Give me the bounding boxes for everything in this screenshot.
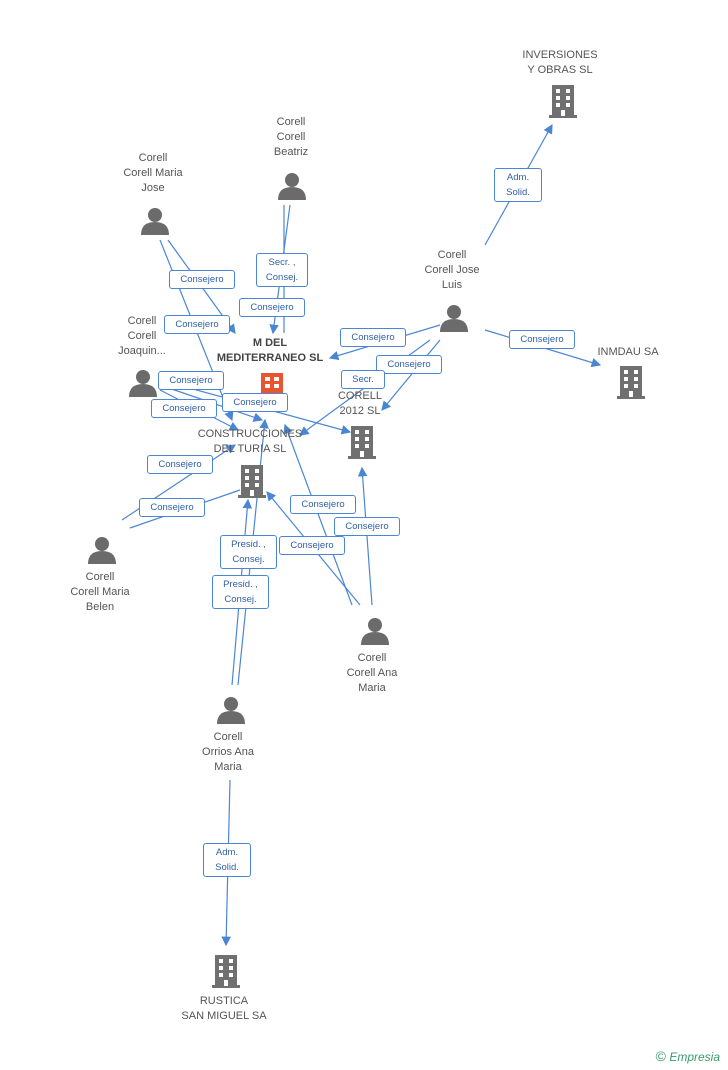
brand-logo: © Empresia [656,1048,720,1064]
role-presid[interactable]: Presid. , Consej. [212,575,269,609]
node-maria-jose[interactable]: Corell Corell Maria Jose [123,152,183,194]
node-joaquin[interactable]: Corell Corell Joaquin... [118,315,166,357]
role-secr-beatriz[interactable]: Secr. , Consej. [256,253,308,287]
role-presid[interactable]: Presid. , Consej. [220,535,277,569]
role-adm-bottom[interactable]: Adm. Solid. [203,843,251,877]
person-icon [361,618,389,645]
role-consejero[interactable]: Consejero [376,355,442,374]
role-consejero[interactable]: Consejero [151,399,217,418]
building-icon [212,955,240,988]
role-consejero[interactable]: Consejero [340,328,406,347]
person-icon [440,305,468,332]
node-corell2012[interactable]: CORELL 2012 SL [337,390,383,417]
role-consejero[interactable]: Consejero [290,495,356,514]
building-icon [238,465,266,498]
role-consejero[interactable]: Consejero [239,298,305,317]
node-beatriz[interactable]: Corell Corell Beatriz [273,116,309,158]
role-consejero[interactable]: Consejero [334,517,400,536]
node-inmdau[interactable]: INMDAU SA [597,346,659,358]
role-consejero[interactable]: Consejero [509,330,575,349]
person-icon [88,537,116,564]
brand-name: Empresia [669,1050,720,1064]
building-icons [212,85,645,988]
highlight-building-icon [261,373,283,393]
role-consejero[interactable]: Consejero [279,536,345,555]
node-inversiones[interactable]: INVERSIONES Y OBRAS SL [522,49,598,76]
node-mdel[interactable]: M DEL MEDITERRANEO SL [216,337,324,364]
edge-am-construcciones-2 [283,423,353,606]
role-consejero[interactable]: Consejero [222,393,288,412]
building-icon [617,366,645,399]
copyright-symbol: © [655,1048,666,1064]
person-icons [88,173,468,724]
role-consejero[interactable]: Consejero [158,371,224,390]
edge-am-2012 [357,466,373,606]
node-jose-luis[interactable]: Corell Corell Jose Luis [424,249,480,291]
node-rustica[interactable]: RUSTICA SAN MIGUEL SA [181,995,267,1022]
node-orrios[interactable]: Corell Orrios Ana Maria [202,731,254,773]
role-consejero[interactable]: Consejero [139,498,205,517]
building-icon [348,426,376,459]
person-icon [141,208,169,235]
node-ana-maria[interactable]: Corell Corell Ana Maria [346,652,398,694]
person-icon [278,173,306,200]
role-consejero[interactable]: Consejero [169,270,235,289]
edge-jl-2012 [381,339,441,411]
role-consejero[interactable]: Consejero [147,455,213,474]
node-belen[interactable]: Corell Corell Maria Belen [70,571,130,613]
building-icon [549,85,577,118]
node-construcciones[interactable]: CONSTRUCCIONES DEL TURIA SL [197,428,303,455]
role-consejero[interactable]: Consejero [164,315,230,334]
person-icon [129,370,157,397]
role-secr[interactable]: Secr. [341,370,385,389]
person-icon [217,697,245,724]
role-adm-top[interactable]: Adm. Solid. [494,168,542,202]
